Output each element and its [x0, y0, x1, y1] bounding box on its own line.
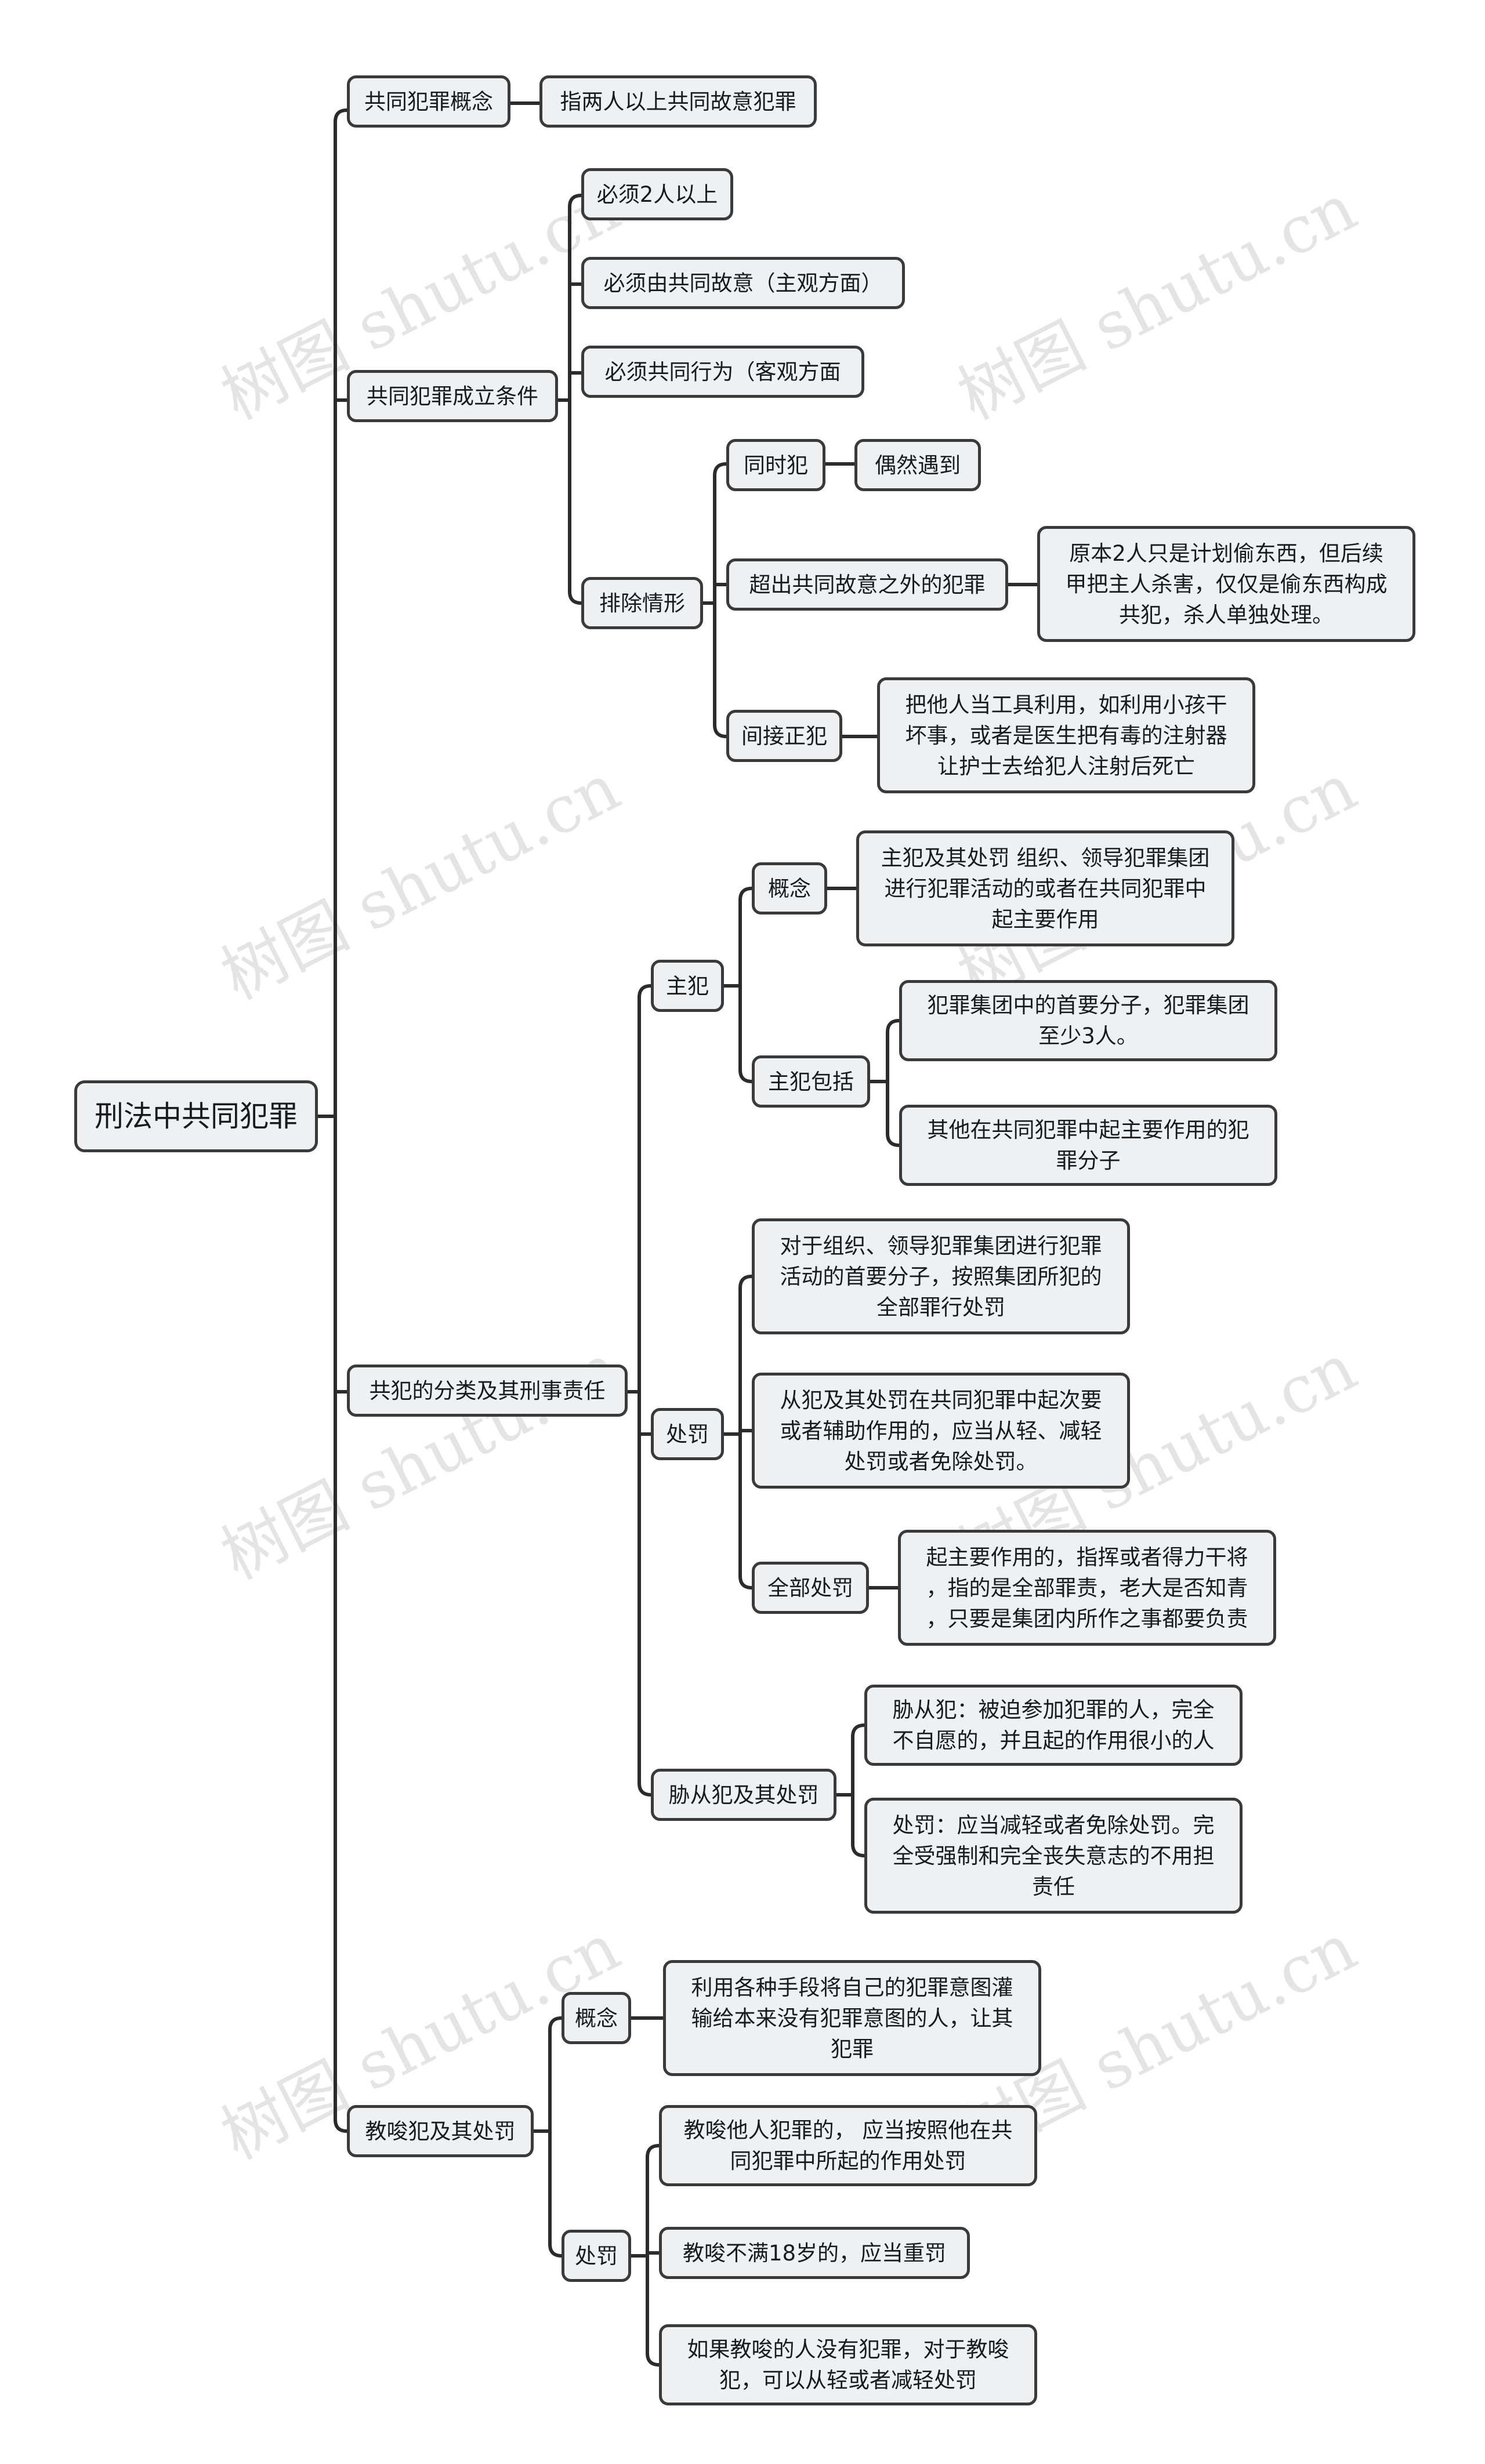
subtopic-coerced-accomplice[interactable]: 胁从犯及其处罚 [651, 1769, 836, 1821]
instigator-punishment-role[interactable]: 教唆他人犯罪的， 应当按照他在共 同犯罪中所起的作用处罚 [659, 2105, 1037, 2186]
connector [568, 194, 583, 605]
principal-concept[interactable]: 概念 [752, 862, 827, 915]
punishment-full-explanation[interactable]: 起主要作用的，指挥或者得力干将 ，指的是全部罪责，老大是否知青 ，只要是集团内所… [898, 1530, 1276, 1646]
connector [851, 1723, 866, 1857]
connector [548, 2016, 563, 2258]
instigator-punishment[interactable]: 处罚 [562, 2230, 631, 2282]
exclusion-beyond-intent[interactable]: 超出共同故意之外的犯罪 [726, 558, 1008, 611]
topic-accomplice-classification[interactable]: 共犯的分类及其刑事责任 [347, 1365, 628, 1417]
subtopic-two-persons[interactable]: 必须2人以上 [581, 168, 733, 220]
subtopic-definition[interactable]: 指两人以上共同故意犯罪 [539, 75, 817, 128]
subtopic-principal-offender[interactable]: 主犯 [651, 960, 724, 1012]
exclusion-indirect-principal[interactable]: 间接正犯 [726, 710, 842, 762]
punishment-full[interactable]: 全部处罚 [752, 1562, 869, 1614]
instigator-concept[interactable]: 概念 [562, 1992, 631, 2044]
note-indirect-principal-example[interactable]: 把他人当工具利用，如利用小孩干 坏事，或者是医生把有毒的注射器 让护士去给犯人注… [877, 677, 1255, 793]
topic-joint-crime-concept[interactable]: 共同犯罪概念 [347, 75, 510, 128]
instigator-concept-text[interactable]: 利用各种手段将自己的犯罪意图灌 输给本来没有犯罪意图的人，让其 犯罪 [663, 1960, 1041, 2076]
note-beyond-intent-example[interactable]: 原本2人只是计划偷东西，但后续 甲把主人杀害，仅仅是偷东西构成 共犯，杀人单独处… [1037, 526, 1415, 642]
punishment-ringleader[interactable]: 对于组织、领导犯罪集团进行犯罪 活动的首要分子，按照集团所犯的 全部罪行处罚 [752, 1218, 1130, 1334]
principal-concept-text[interactable]: 主犯及其处罚 组织、领导犯罪集团 进行犯罪活动的或者在共同犯罪中 起主要作用 [856, 830, 1234, 946]
instigator-punishment-minor[interactable]: 教唆不满18岁的，应当重罚 [659, 2227, 970, 2279]
principal-includes-other[interactable]: 其他在共同犯罪中起主要作用的犯 罪分子 [899, 1105, 1277, 1186]
note-coincidence[interactable]: 偶然遇到 [854, 439, 981, 491]
topic-instigator[interactable]: 教唆犯及其处罚 [347, 2105, 534, 2157]
principal-includes-ringleader[interactable]: 犯罪集团中的首要分子，犯罪集团 至少3人。 [899, 980, 1277, 1061]
instigator-punishment-no-crime[interactable]: 如果教唆的人没有犯罪，对于教唆 犯，可以从轻或者减轻处罚 [659, 2324, 1037, 2405]
connector [638, 984, 653, 1797]
coerced-accomplice-definition[interactable]: 胁从犯：被迫参加犯罪的人，完全 不自愿的，并且起的作用很小的人 [864, 1685, 1243, 1766]
punishment-accessory[interactable]: 从犯及其处罚在共同犯罪中起次要 或者辅助作用的，应当从轻、减轻 处罚或者免除处罚… [752, 1373, 1130, 1489]
exclusion-simultaneous-offense[interactable]: 同时犯 [726, 439, 825, 491]
coerced-accomplice-punishment[interactable]: 处罚：应当减轻或者免除处罚。完 全受强制和完全丧失意志的不用担 责任 [864, 1798, 1243, 1914]
connector [646, 2144, 661, 2367]
subtopic-punishment[interactable]: 处罚 [651, 1408, 724, 1460]
principal-includes[interactable]: 主犯包括 [752, 1055, 870, 1108]
subtopic-common-act[interactable]: 必须共同行为（客观方面 [581, 346, 864, 398]
connector [738, 887, 754, 1083]
subtopic-exclusions[interactable]: 排除情形 [581, 577, 703, 629]
connector [886, 1019, 901, 1147]
root-topic[interactable]: 刑法中共同犯罪 [74, 1080, 318, 1152]
connector [713, 462, 728, 738]
topic-formation-conditions[interactable]: 共同犯罪成立条件 [347, 370, 558, 422]
connector [334, 108, 349, 2133]
subtopic-common-intent[interactable]: 必须由共同故意（主观方面） [581, 257, 905, 309]
